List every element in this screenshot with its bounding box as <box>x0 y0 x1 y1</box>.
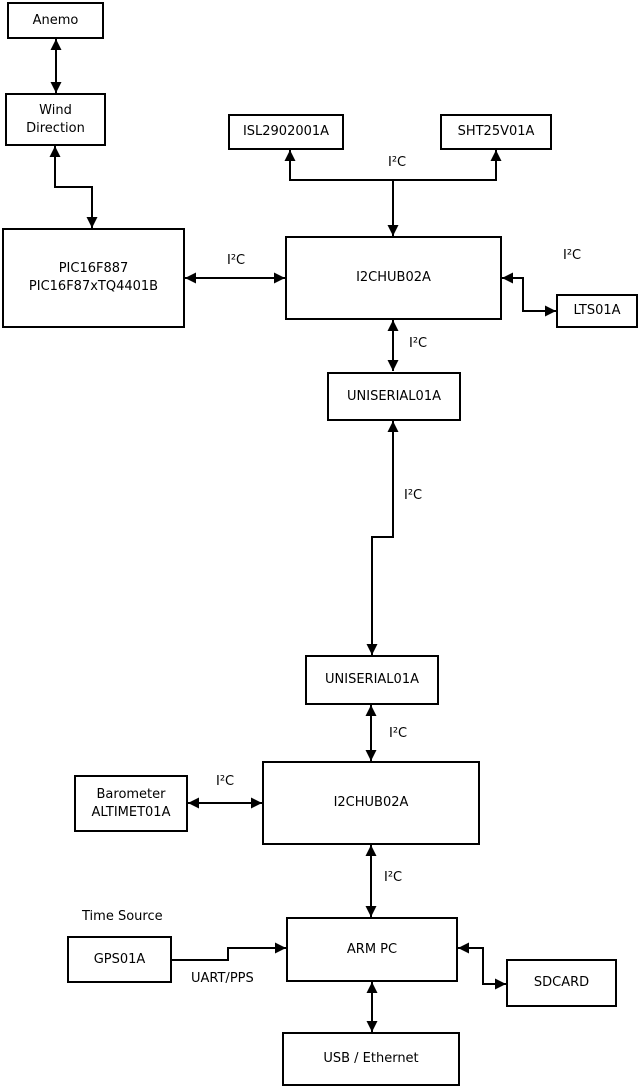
node-lts01a-label: LTS01A <box>573 303 621 318</box>
node-barometer-label-line1: Barometer <box>96 786 166 802</box>
node-anemo-label: Anemo <box>32 12 79 28</box>
node-i2chub02a-upper: I2CHUB02A <box>285 236 502 320</box>
node-anemo: Anemo <box>7 2 104 39</box>
edge-wind-pic <box>49 146 98 228</box>
node-i2chub02a-lower: I2CHUB02A <box>262 761 480 845</box>
node-uniserial01a-lower-label: UNISERIAL01A <box>325 672 419 687</box>
node-wind-direction-label-line2: Direction <box>26 120 85 136</box>
node-sdcard: SDCARD <box>506 959 617 1007</box>
node-arm-pc: ARM PC <box>286 917 458 982</box>
node-wind-direction-label-line1: Wind <box>39 102 72 118</box>
node-pic16f887-label-line2: PIC16F87xTQ4401B <box>28 279 159 294</box>
node-usb-ethernet-label: USB / Ethernet <box>323 1051 419 1066</box>
node-lts01a: LTS01A <box>556 294 638 328</box>
edge-label-i2c-hub-armpc: I²C <box>384 870 403 885</box>
node-i2chub02a-lower-label: I2CHUB02A <box>333 795 409 810</box>
edge-label-uart-pps: UART/PPS <box>191 971 254 986</box>
edge-gps-armpc <box>172 942 286 961</box>
edge-label-i2c-pic-hub: I²C <box>227 253 246 268</box>
node-usb-ethernet: USB / Ethernet <box>282 1032 460 1086</box>
node-i2chub02a-upper-label: I2CHUB02A <box>356 270 431 285</box>
edge-i2chub-upper-lts <box>502 272 556 317</box>
node-pic16f887-label-line1: PIC16F887 <box>58 261 129 276</box>
node-barometer: Barometer ALTIMET01A <box>74 775 188 832</box>
node-uniserial01a-lower: UNISERIAL01A <box>305 655 439 705</box>
edge-label-i2c-barometer-hub: I²C <box>216 774 235 789</box>
node-arm-pc-label: ARM PC <box>346 941 398 957</box>
node-barometer-label-line2: ALTIMET01A <box>91 804 171 820</box>
edge-label-i2c-hub-uniserial: I²C <box>409 336 428 351</box>
edge-label-i2c-uniserial-link: I²C <box>404 488 423 503</box>
node-isl2902001a: ISL2902001A <box>228 114 344 150</box>
edge-label-i2c-sensors: I²C <box>388 155 407 170</box>
edge-label-i2c-hub-lts: I²C <box>563 248 582 263</box>
node-isl2902001a-label: ISL2902001A <box>242 124 330 139</box>
node-gps01a-label: GPS01A <box>93 951 146 967</box>
node-gps01a: GPS01A <box>67 936 172 983</box>
edge-label-i2c-uniserial-hub-low: I²C <box>389 726 408 741</box>
node-uniserial01a-upper: UNISERIAL01A <box>327 372 461 421</box>
node-sht25v01a-label: SHT25V01A <box>457 124 535 139</box>
edge-armpc-sdcard <box>458 942 506 990</box>
node-pic16f887: PIC16F887 PIC16F87xTQ4401B <box>2 228 185 328</box>
node-wind-direction: Wind Direction <box>5 93 106 146</box>
node-sht25v01a: SHT25V01A <box>440 114 552 150</box>
edge-uniserial-link <box>366 421 399 655</box>
node-uniserial01a-upper-label: UNISERIAL01A <box>347 388 441 404</box>
edge-label-time-source: Time Source <box>82 909 163 924</box>
node-sdcard-label: SDCARD <box>533 975 590 990</box>
